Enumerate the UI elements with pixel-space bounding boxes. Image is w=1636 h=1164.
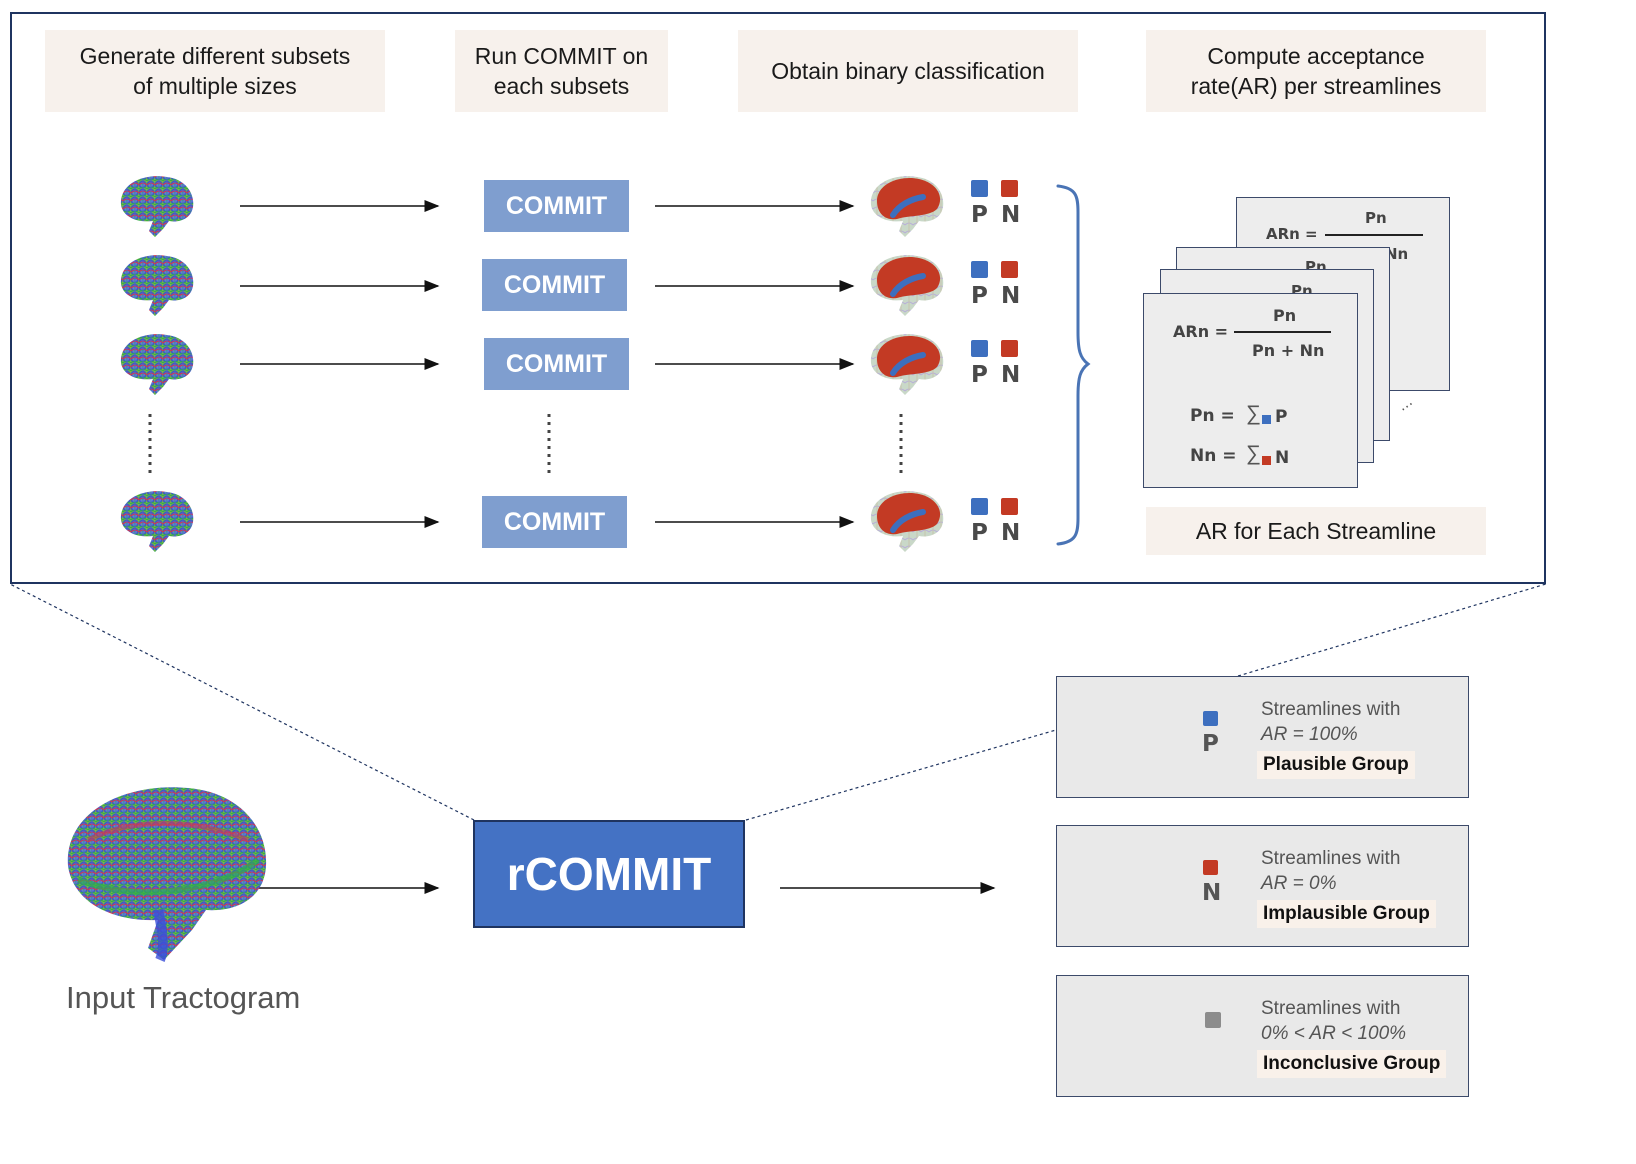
nn-rhs: N: [1275, 448, 1290, 468]
ar-lhs-back: ARn =: [1266, 225, 1318, 243]
classified-brain-icon: [870, 255, 944, 316]
denominator: Pn + Nn: [1252, 341, 1325, 360]
classified-brain-icon: [870, 176, 944, 237]
positive-label: P: [971, 202, 988, 228]
negative-square-icon: [1001, 340, 1018, 357]
tractography-brain-icon: [120, 255, 194, 316]
negative-label: N: [1001, 520, 1021, 546]
positive-label: P: [971, 520, 988, 546]
group-line1: Streamlines with: [1261, 848, 1401, 869]
pn-lhs: Pn =: [1190, 406, 1235, 426]
pn-rhs: P: [1275, 407, 1288, 427]
group-name: Implausible Group: [1257, 900, 1436, 928]
input-tractogram-brain-icon: [67, 787, 267, 962]
group-name: Plausible Group: [1257, 751, 1415, 779]
positive-label: P: [971, 362, 988, 388]
nn-lhs: Nn =: [1190, 446, 1237, 466]
commit-box: COMMIT: [482, 496, 627, 548]
group-marker: P: [1202, 731, 1219, 757]
ar-caption: AR for Each Streamline: [1146, 507, 1486, 555]
numerator: Pn: [1273, 306, 1297, 325]
negative-square-icon: [1001, 498, 1018, 515]
negative-label: N: [1001, 283, 1021, 309]
group-line1: Streamlines with: [1261, 998, 1401, 1019]
step-header-binary-classification: Obtain binary classification: [738, 30, 1078, 112]
positive-square-icon: [1262, 415, 1271, 424]
commit-box: COMMIT: [484, 180, 629, 232]
negative-square-icon: [1203, 860, 1218, 875]
rcommit-box: rCOMMIT: [473, 820, 745, 928]
zoom-connector-left: [9, 583, 475, 821]
fraction-bar: [1325, 234, 1423, 236]
step-header-compute-ar: Compute acceptance rate(AR) per streamli…: [1146, 30, 1486, 112]
curly-brace: [1056, 184, 1091, 546]
commit-box: COMMIT: [484, 338, 629, 390]
positive-square-icon: [971, 340, 988, 357]
tractography-brain-icon: [120, 176, 194, 237]
rcommit-label: rCOMMIT: [506, 848, 712, 900]
input-tractogram-label: Input Tractogram: [66, 980, 301, 1015]
sum-symbol: ∑: [1246, 442, 1261, 465]
inconclusive-square-icon: [1205, 1012, 1221, 1028]
negative-square-icon: [1262, 456, 1271, 465]
inconclusive-group-box: Streamlines with 0% < AR < 100% Inconclu…: [1056, 975, 1469, 1097]
step-header-run-commit: Run COMMIT on each subsets: [455, 30, 668, 112]
zoom-connector-top-right: [1237, 583, 1547, 677]
ar-lhs: ARn =: [1173, 322, 1229, 341]
fraction-bar: [1234, 331, 1331, 333]
step-header-generate-subsets: Generate different subsets of multiple s…: [45, 30, 385, 112]
group-marker: N: [1202, 880, 1222, 906]
group-condition: AR = 100%: [1261, 724, 1358, 745]
negative-square-icon: [1001, 180, 1018, 197]
group-condition: AR = 0%: [1261, 873, 1337, 894]
negative-square-icon: [1001, 261, 1018, 278]
classified-brain-icon: [870, 491, 944, 552]
numerator-back: Pn: [1365, 209, 1387, 227]
positive-square-icon: [1203, 711, 1218, 726]
denominator-back-fragment: Nn: [1385, 245, 1409, 263]
pipeline-frame: [10, 12, 1546, 584]
positive-square-icon: [971, 498, 988, 515]
group-name: Inconclusive Group: [1257, 1050, 1447, 1078]
classified-brain-icon: [870, 334, 944, 395]
positive-square-icon: [971, 180, 988, 197]
tractography-brain-icon: [120, 491, 194, 552]
positive-label: P: [971, 283, 988, 309]
formula-card-front: ARn = Pn Pn + Nn Pn = ∑ P Nn = ∑ N: [1143, 293, 1358, 488]
group-condition: 0% < AR < 100%: [1261, 1023, 1407, 1044]
tractography-brain-icon: [120, 334, 194, 395]
group-line1: Streamlines with: [1261, 699, 1401, 720]
plausible-group-box: P Streamlines with AR = 100% Plausible G…: [1056, 676, 1469, 798]
implausible-group-box: N Streamlines with AR = 0% Implausible G…: [1056, 825, 1469, 947]
commit-box: COMMIT: [482, 259, 627, 311]
zoom-connector-right: [745, 729, 1057, 821]
sum-symbol: ∑: [1246, 402, 1261, 425]
negative-label: N: [1001, 202, 1021, 228]
positive-square-icon: [971, 261, 988, 278]
negative-label: N: [1001, 362, 1021, 388]
